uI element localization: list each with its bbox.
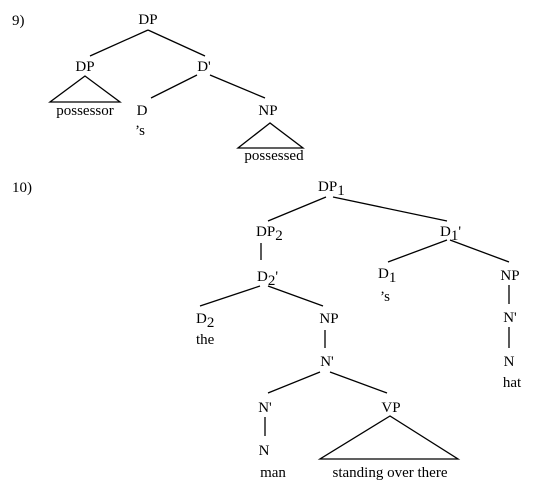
node-np-right: NP [500, 268, 519, 284]
example-10-number: 10) [12, 180, 32, 196]
word-hat: hat [503, 375, 522, 391]
edge-dp1-to-d1bar [332, 196, 448, 222]
node-np-left: NP [319, 311, 338, 327]
node-nbar-upper: N' [320, 354, 334, 370]
node-d1-head: D1 [378, 266, 396, 286]
node-dp1: DP1 [318, 179, 345, 199]
word-clitic-s: ’s [380, 289, 390, 305]
edge-d2bar-to-d2 [199, 285, 261, 307]
example-9-number: 9) [12, 13, 25, 29]
edge-dp-to-dbar [147, 29, 206, 57]
word-the: the [196, 332, 215, 348]
edge-dbar-to-d [150, 74, 198, 99]
node-dp-root: DP [138, 12, 157, 28]
edge-d2bar-to-np [267, 285, 324, 307]
edge-d1bar-to-np-right [449, 239, 510, 263]
edge-dp1-to-dp2 [267, 196, 327, 222]
triangle-vp [317, 415, 461, 460]
edge-nbar-upper-to-nbar-lower [267, 371, 321, 394]
node-n-left: N [259, 443, 270, 459]
edge-nbar-upper-to-vp [329, 371, 388, 394]
node-d1-bar: D1' [440, 224, 461, 244]
node-nbar-right: N' [503, 310, 517, 326]
node-nbar-lower: N' [258, 400, 272, 416]
word-standing-over-there: standing over there [333, 465, 448, 481]
example-9: 9) DP DP D' D NP possessor ’s possessed [12, 12, 305, 164]
node-d2-bar: D2' [257, 269, 278, 289]
node-np: NP [258, 103, 277, 119]
edge-dbar-to-np [209, 74, 266, 99]
word-possessor: possessor [56, 103, 114, 119]
edge-dp-to-dp-possessor [89, 29, 149, 57]
node-d-bar: D' [197, 59, 211, 75]
word-possessed: possessed [244, 148, 304, 164]
word-clitic-s: ’s [135, 123, 145, 139]
node-dp-possessor: DP [75, 59, 94, 75]
example-10: 10) DP1 DP2 D1' D2' D1 D2 NP N' N NP N' … [12, 179, 522, 481]
node-d-head: D [137, 103, 148, 119]
edge-d1bar-to-d1 [387, 239, 448, 263]
triangle-possessed [236, 122, 305, 149]
word-man: man [260, 465, 286, 481]
node-dp2: DP2 [256, 224, 283, 244]
node-n-right: N [504, 354, 515, 370]
node-vp: VP [381, 400, 400, 416]
triangle-possessor [48, 75, 122, 103]
node-d2-head: D2 [196, 311, 214, 331]
